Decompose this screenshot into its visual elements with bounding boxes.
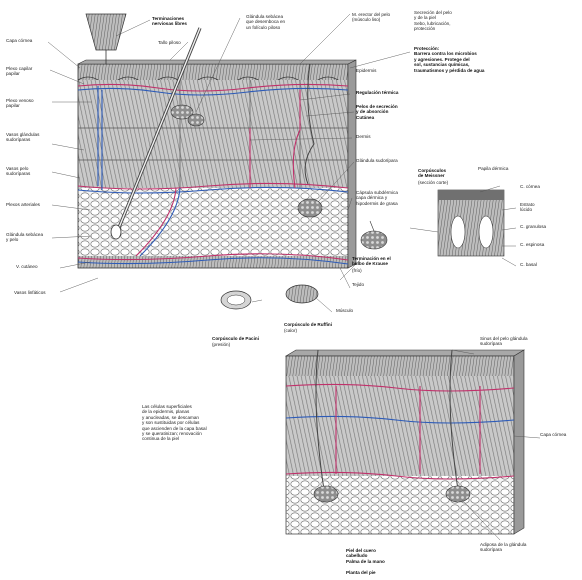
label-terminaciones: Terminaciones nerviosas libres [152,16,187,27]
epidermis-cone-detail [86,14,126,50]
muscle-layer [78,256,348,268]
label-dermis: Dermis [356,134,371,139]
hypodermis-fat-layer [78,188,348,256]
label-tejido: Tejido [352,282,364,287]
label-capa-cornea: Capa córnea [6,38,32,43]
label-piel-cuero: Piel del cuero cabelludo Palma de la man… [346,548,385,564]
label-adiposa-glandula: Adiposa de la glándula sudorípara [480,542,527,553]
label-planta-pie: Planta del pie [346,570,376,575]
label-corpusculo-ruffini: Corpúsculo de Ruffini [284,322,332,327]
label-c-basal: C. basal [520,262,537,267]
label-corpusculo-pacini: Corpúsculo de Pacini [212,336,259,341]
label-terminacion-krause: Terminación en el bulbo de Krause [352,256,391,267]
label-capa-cornea-2: Capa córnea [540,432,566,437]
label-vasos-glandulas: Vasos glándulas sudoríparas [6,132,39,143]
ruffini-corpuscle [286,285,318,303]
label-c-cornea-r: C. córnea [520,184,540,189]
label-glandula-sebacea: Glándula sebácea y pelo [6,232,43,243]
label-musculo: Músculo [336,308,353,313]
label-c-granulosa: C. granulosa [520,224,546,229]
label-glandula-sebacea-top: Glándula sebácea que desemboca en un fol… [246,14,285,30]
label-plexos-arteriales: Plexos arteriales [6,202,40,207]
label-c-espinosa: C. espinosa [520,242,544,247]
label-papila-dermica: Papila dérmica [478,166,508,171]
label-tallo-piloso: Tallo piloso [158,40,181,45]
label-vasos-pelo: Vasos pelo sudoríparas [6,166,30,177]
label-sinus-pelo: Sinus del pelo glándula sudorípara [480,336,528,347]
label-calor: (calor) [284,328,297,333]
label-regulacion-termica: Regulación térmica [356,90,398,95]
secondary-skin-block [286,350,524,534]
meissner-inset [438,190,504,256]
krause-bulb [361,221,387,249]
label-frio: (frío) [352,268,362,273]
label-proteccion: Protección: Barrera contra los microbios… [414,46,484,73]
label-meissner-sub: (sección corte) [418,180,448,185]
label-epidermis: Epidermis [356,68,376,73]
label-plexo-capilar: Plexo capilar papilar [6,66,32,77]
label-presion: (presión) [212,342,230,347]
label-pelos-secrecion: Pelos de secreción y de absorción Cutáne… [356,104,398,120]
label-v-cutaneo: V. cutáneo [16,264,38,269]
pacini-corpuscle [221,291,251,309]
label-m-erector: M. erector del pelo (músculo liso) [352,12,390,23]
label-plexo-venoso: Plexo venoso papilar [6,98,34,109]
label-secrecion: Secreción del pelo y de la piel Sebo, lu… [414,10,452,32]
label-estrato-lucido: Estrato lúcido [520,202,535,213]
label-nota-renovacion: Las células superficiales de la epidermi… [142,404,207,442]
label-vasos-linfaticos: Vasos linfáticos [14,290,46,295]
label-glandula-sudoripara: Glándula sudorípara [356,158,398,163]
label-meissner: Corpúsculos de Meissner [418,168,446,179]
label-capsula-sub: Cápsula subdérmica capa dérmica y hipode… [356,190,398,206]
main-skin-block [78,14,356,268]
